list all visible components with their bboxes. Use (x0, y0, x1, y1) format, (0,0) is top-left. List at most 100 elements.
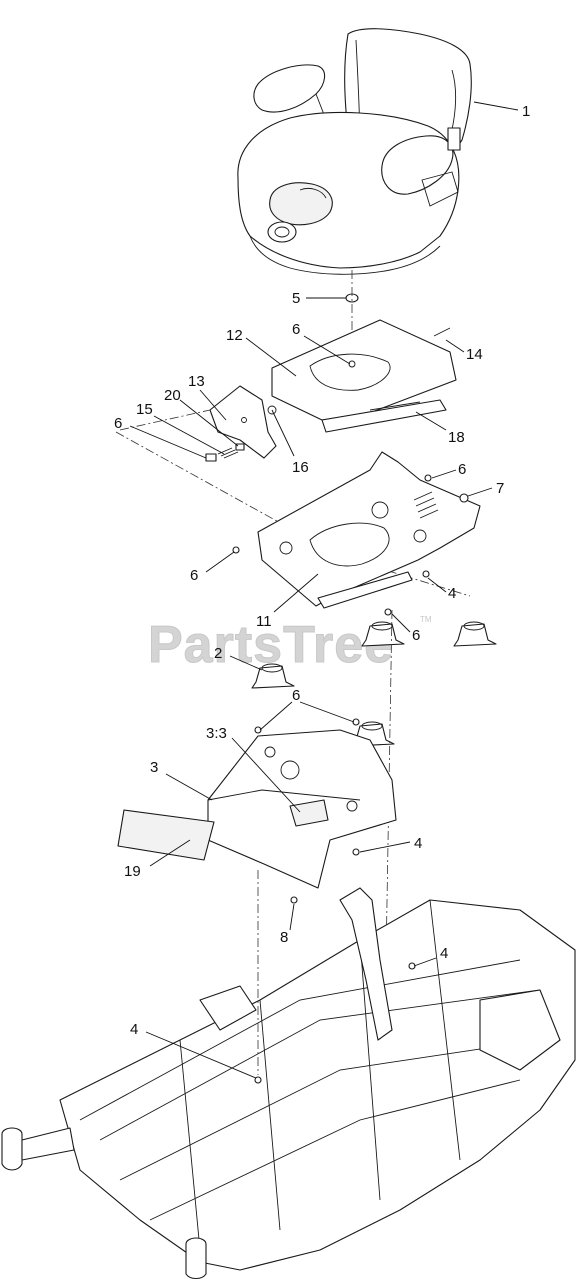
isolator-upper-middle-top (371, 621, 393, 631)
leader-18 (415, 411, 447, 431)
mount-plate-slots (413, 491, 439, 519)
callout-4b: 4 (414, 835, 422, 852)
latch-bracket (205, 385, 277, 462)
nut-part-6-mount-left (232, 546, 240, 554)
leader-3 (165, 773, 213, 801)
bolt-part-4-frame (254, 1076, 262, 1084)
callout-labels: 1 5 6 12 14 13 20 15 6 16 18 6 7 6 4 11 … (114, 103, 530, 1038)
mount-plate-hole-a (371, 501, 389, 519)
nut-part-6-isolator (384, 608, 392, 616)
leader-6e (391, 613, 411, 633)
callout-6f: 6 (292, 687, 300, 704)
leader-13 (199, 389, 227, 421)
slide-rail (321, 399, 447, 433)
nut-part-6-mount (424, 474, 432, 482)
shield-hole-c (346, 800, 358, 812)
leader-12 (245, 337, 297, 377)
frame-outline (59, 899, 576, 1271)
leader-19 (149, 839, 191, 867)
isolator-lower-top (361, 721, 383, 731)
shield-cover (207, 718, 397, 904)
right-armrest-bracket (421, 171, 459, 207)
callout-13: 13 (188, 373, 205, 390)
leader-7 (467, 487, 493, 497)
leader-15 (153, 415, 225, 455)
leader-lines (129, 101, 519, 1079)
leader-4d (145, 1031, 257, 1079)
callout-7: 7 (496, 480, 504, 497)
callout-6b: 6 (114, 415, 122, 432)
leader-4a (427, 577, 447, 593)
callout-20: 20 (164, 387, 181, 404)
callout-6a: 6 (292, 321, 300, 338)
seat-mount-plate (232, 451, 481, 609)
mower-frame (1, 887, 576, 1280)
leader-6d (205, 551, 235, 573)
right-armrest (381, 135, 454, 195)
slide-plate-body (271, 319, 457, 421)
mount-plate-hole-b (279, 541, 293, 555)
callout-4d: 4 (130, 1021, 138, 1038)
mount-plate-rail (317, 571, 413, 609)
frame-bracket-left (199, 985, 257, 1031)
callout-3: 3 (150, 759, 158, 776)
leader-14 (445, 339, 465, 353)
partstree-watermark: PartsTree TM (148, 615, 432, 675)
nut-part-6-shield (254, 726, 262, 734)
shield-hole-b (264, 746, 276, 758)
callout-14: 14 (466, 346, 483, 363)
cushion-handle-recess (269, 182, 333, 226)
callout-15: 15 (136, 401, 153, 418)
nut-part-4-shield (352, 848, 360, 856)
watermark-trademark: TM (420, 615, 432, 624)
slide-rail-spring (369, 401, 421, 411)
callout-12: 12 (226, 327, 243, 344)
leader-33 (231, 737, 301, 813)
callout-4a: 4 (448, 585, 456, 602)
mount-plate-cutout (309, 522, 390, 567)
leader-2 (229, 655, 263, 671)
frame-rail-top (79, 959, 521, 1121)
shield-hole-a (280, 760, 300, 780)
caster-tube-right (185, 1244, 207, 1280)
callout-6e: 6 (412, 627, 420, 644)
shield-fold (207, 789, 361, 801)
seat-assembly (237, 28, 472, 275)
mount-plate-hole-c (413, 529, 427, 543)
cushion-base-edge (249, 235, 441, 275)
bolt-part-14 (433, 327, 451, 337)
leader-20 (179, 399, 239, 447)
frame-crossmembers (179, 899, 461, 1251)
mount-plate-body (257, 451, 481, 607)
centerline-latch (119, 409, 211, 431)
callout-5: 5 (292, 290, 300, 307)
seat-adjust-knob (267, 221, 297, 243)
slide-plate-cutout (309, 353, 391, 391)
callout-6c: 6 (458, 461, 466, 478)
leader-16 (271, 409, 295, 457)
isolator-upper-right-top (463, 621, 485, 631)
leader-6b (129, 425, 207, 459)
callout-2: 2 (214, 645, 222, 662)
leader-4c (413, 957, 437, 967)
callout-19: 19 (124, 863, 141, 880)
decal-part-33 (289, 799, 329, 827)
callout-33: 3:3 (206, 725, 227, 742)
latch-hole (241, 417, 247, 423)
caster-arm-left (21, 1127, 75, 1161)
leader-6f (259, 701, 355, 731)
frame-rail-bottom (149, 1079, 521, 1221)
slide-plate-bolt-hole (348, 360, 356, 368)
bolt-part-7 (459, 493, 469, 503)
frame-rail-inner (99, 989, 541, 1141)
callout-8: 8 (280, 929, 288, 946)
isolator-mounts (251, 608, 497, 747)
spring-part-15 (217, 447, 239, 459)
isolator-upper-right (453, 623, 497, 647)
leader-6a (303, 335, 351, 365)
leader-1 (473, 101, 519, 111)
leader-11 (273, 573, 319, 613)
callout-16: 16 (292, 459, 309, 476)
leader-6c (431, 469, 457, 479)
